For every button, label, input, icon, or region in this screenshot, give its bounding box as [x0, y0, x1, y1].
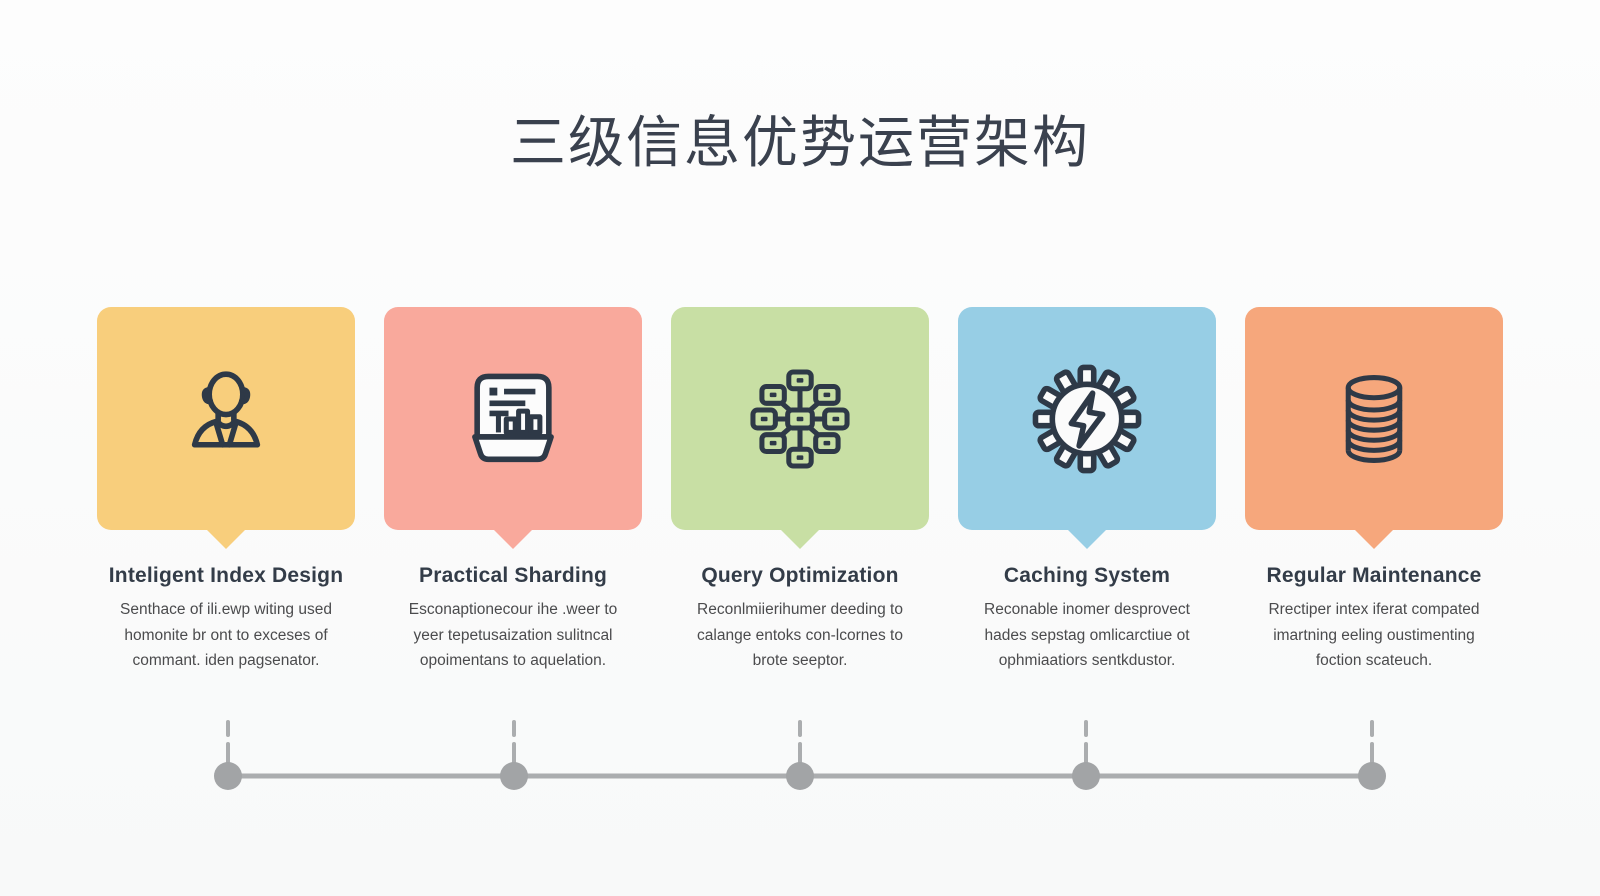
desc-line: opoimentans to aquelation. — [419, 652, 607, 669]
desc-line: foction scateuch. — [1315, 652, 1433, 669]
desc-line: Rrectiper intex iferat compated — [1268, 601, 1480, 618]
user-icon — [170, 363, 282, 475]
card-intelligent-index-design — [97, 307, 355, 530]
timeline-connectors — [226, 720, 1374, 768]
card-description: Rrectiper intex iferat compated imartnin… — [1245, 597, 1503, 674]
timeline-dots — [214, 762, 1386, 790]
step-column-sharding: Practical Sharding Esconaptionecour ihe … — [384, 307, 642, 674]
desc-line: calange entoks con-lcornes to — [697, 626, 903, 644]
desc-line: commant. iden pagsenator. — [132, 652, 320, 669]
card-description: Reconable inomer desprovect hades sepsta… — [958, 597, 1216, 674]
card-description: Esconaptionecour ihe .weer to yeer tepet… — [384, 597, 642, 674]
network-nodes-icon — [744, 363, 856, 475]
desc-line: Esconaptionecour ihe .weer to — [408, 601, 618, 618]
timeline-dot — [786, 762, 814, 790]
card-title: Regular Maintenance — [1266, 564, 1482, 587]
desc-line: yeer tepetusaization sulitncal — [413, 626, 613, 644]
timeline — [214, 720, 1386, 790]
card-description: Reconlmiierihumer deeding to calange ent… — [671, 597, 929, 674]
step-column-query-optimization: Query Optimization Reconlmiierihumer dee… — [671, 307, 929, 674]
page-title: 三级信息优势运营架构 — [510, 111, 1090, 174]
card-title: Practical Sharding — [419, 564, 607, 587]
card-caching-system — [958, 307, 1216, 530]
desc-line: imartning eeling oustimenting — [1273, 626, 1475, 644]
card-title: Inteligent Index Design — [108, 564, 344, 587]
card-title: Query Optimization — [701, 564, 899, 587]
cards-row: Inteligent Index Design Senthace of ili.… — [0, 307, 1600, 674]
gear-lightning-icon — [1031, 363, 1143, 475]
card-title: Caching System — [1003, 564, 1171, 587]
step-column-maintenance: Regular Maintenance Rrectiper intex ifer… — [1245, 307, 1503, 674]
card-regular-maintenance — [1245, 307, 1503, 530]
timeline-dot — [500, 762, 528, 790]
card-description: Senthace of ili.ewp witing used homonite… — [97, 597, 355, 674]
card-query-optimization — [671, 307, 929, 530]
timeline-dot — [1358, 762, 1386, 790]
desc-line: Senthace of ili.ewp witing used — [120, 601, 332, 618]
desc-line: brote seeptor. — [752, 652, 848, 669]
step-column-caching: Caching System Reconable inomer desprove… — [958, 307, 1216, 674]
dashboard-chart-icon — [457, 363, 569, 475]
step-column-index-design: Inteligent Index Design Senthace of ili.… — [97, 307, 355, 674]
desc-line: ophmiaatiors sentkdustor. — [998, 652, 1176, 669]
timeline-dot — [1072, 762, 1100, 790]
desc-line: Reconable inomer desprovect — [984, 601, 1190, 618]
card-practical-sharding — [384, 307, 642, 530]
timeline-dot — [214, 762, 242, 790]
desc-line: hades sepstag omlicarctiue ot — [984, 626, 1190, 644]
disk-stack-icon — [1318, 363, 1430, 475]
desc-line: Reconlmiierihumer deeding to — [697, 601, 903, 618]
desc-line: homonite br ont to exceses of — [124, 626, 328, 644]
